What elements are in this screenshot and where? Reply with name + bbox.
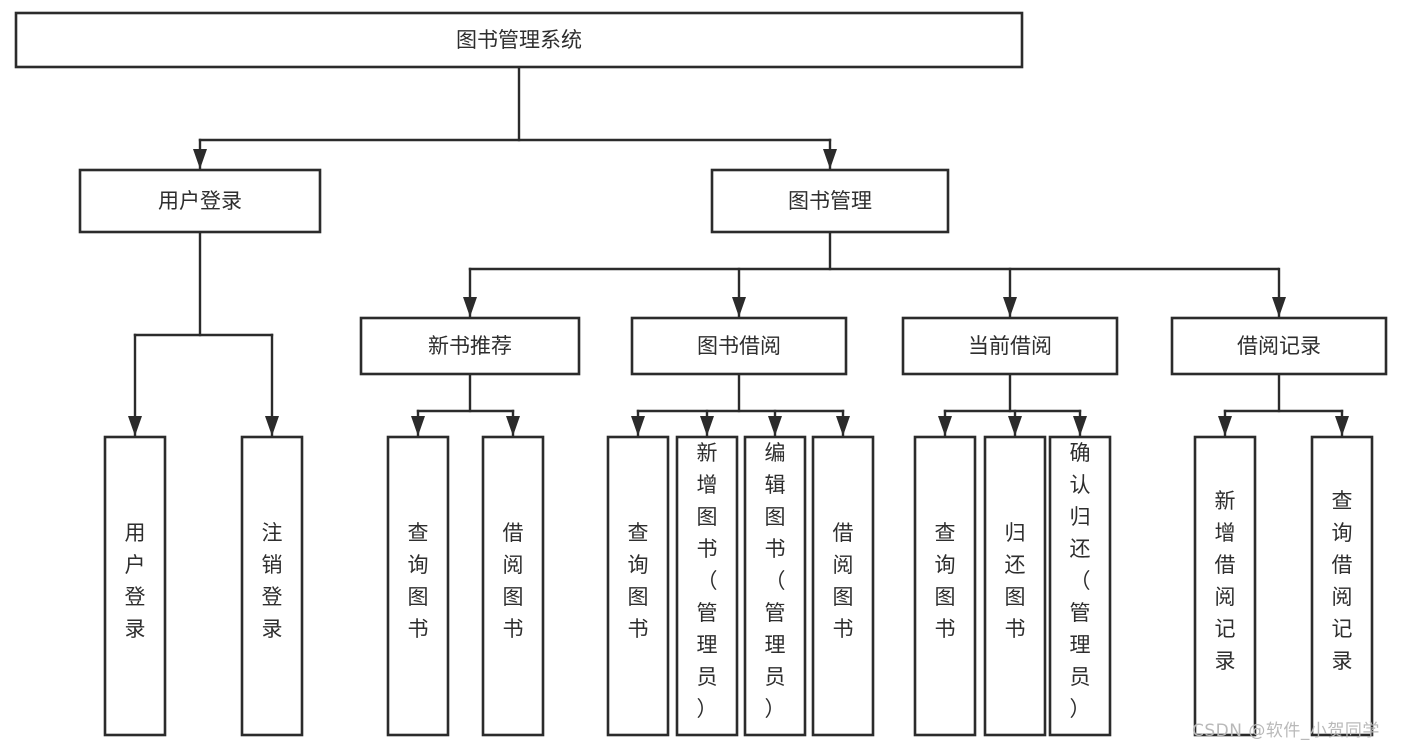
node-leaf-query-book-3-label: 查询图书 bbox=[935, 521, 956, 641]
arrow-leaf-edit-book bbox=[768, 416, 782, 436]
node-leaf-query-record-label: 查询借阅记录 bbox=[1332, 489, 1353, 673]
node-leaf-add-book-rect[interactable] bbox=[675, 435, 739, 737]
node-leaf-return-book[interactable]: 归还图书 bbox=[983, 435, 1047, 737]
arrow-to-book-borrow bbox=[732, 297, 746, 317]
node-root-label: 图书管理系统 bbox=[456, 28, 582, 52]
node-book-borrow-label: 图书借阅 bbox=[697, 334, 781, 358]
node-leaf-borrow-book-2-rect[interactable] bbox=[811, 435, 875, 737]
node-leaf-return-book-label: 归还图书 bbox=[1005, 521, 1026, 641]
arrow-leaf-query-book-1 bbox=[411, 416, 425, 436]
arrow-leaf-add-book bbox=[700, 416, 714, 436]
node-user-login-label: 用户登录 bbox=[158, 189, 242, 213]
node-root-rect[interactable] bbox=[14, 11, 1024, 69]
node-leaf-return-book-rect[interactable] bbox=[983, 435, 1047, 737]
node-book-manage-label: 图书管理 bbox=[788, 189, 872, 213]
node-leaf-add-book[interactable]: 新增图书（管理员） bbox=[675, 435, 739, 737]
node-borrow-record-rect[interactable] bbox=[1170, 316, 1388, 376]
arrow-to-borrow-record bbox=[1272, 297, 1286, 317]
node-leaf-add-book-label: 新增图书（管理员） bbox=[697, 441, 718, 721]
node-book-borrow-rect[interactable] bbox=[630, 316, 848, 376]
node-leaf-edit-book-label: 编辑图书（管理员） bbox=[765, 441, 786, 721]
node-new-book-recommend[interactable]: 新书推荐 bbox=[359, 316, 581, 376]
node-leaf-query-book-3-rect[interactable] bbox=[913, 435, 977, 737]
node-leaf-add-record-rect[interactable] bbox=[1193, 435, 1257, 737]
node-book-manage[interactable]: 图书管理 bbox=[710, 168, 950, 234]
node-user-login[interactable]: 用户登录 bbox=[78, 168, 322, 234]
arrow-leaf-query-book-3 bbox=[938, 416, 952, 436]
node-current-borrow-label: 当前借阅 bbox=[968, 334, 1052, 358]
arrow-to-new-book-recommend bbox=[463, 297, 477, 317]
node-leaf-user-login-rect[interactable] bbox=[103, 435, 167, 737]
arrow-leaf-return-book bbox=[1008, 416, 1022, 436]
node-user-login-rect[interactable] bbox=[78, 168, 322, 234]
arrow-leaf-query-book-2 bbox=[631, 416, 645, 436]
arrow-to-user-login bbox=[193, 149, 207, 169]
node-leaf-confirm-return[interactable]: 确认归还（管理员） bbox=[1048, 435, 1112, 737]
node-leaf-borrow-book-1[interactable]: 借阅图书 bbox=[481, 435, 545, 737]
node-leaf-edit-book[interactable]: 编辑图书（管理员） bbox=[743, 435, 807, 737]
arrow-leaf-borrow-book-1 bbox=[506, 416, 520, 436]
node-leaf-borrow-book-2[interactable]: 借阅图书 bbox=[811, 435, 875, 737]
arrow-to-book-manage bbox=[823, 149, 837, 169]
node-book-borrow[interactable]: 图书借阅 bbox=[630, 316, 848, 376]
node-borrow-record-label: 借阅记录 bbox=[1237, 334, 1321, 358]
node-leaf-user-login-label: 用户登录 bbox=[125, 521, 146, 641]
node-current-borrow[interactable]: 当前借阅 bbox=[901, 316, 1119, 376]
arrow-leaf-add-record bbox=[1218, 416, 1232, 436]
node-leaf-borrow-book-2-label: 借阅图书 bbox=[833, 521, 854, 641]
node-leaf-query-book-2-label: 查询图书 bbox=[628, 521, 649, 641]
node-leaf-add-record-label: 新增借阅记录 bbox=[1215, 489, 1236, 673]
node-leaf-borrow-book-1-rect[interactable] bbox=[481, 435, 545, 737]
node-leaf-add-record[interactable]: 新增借阅记录 bbox=[1193, 435, 1257, 737]
node-new-book-recommend-label: 新书推荐 bbox=[428, 334, 512, 358]
node-leaf-user-login[interactable]: 用户登录 bbox=[103, 435, 167, 737]
node-book-manage-rect[interactable] bbox=[710, 168, 950, 234]
node-leaf-logout-login[interactable]: 注销登录 bbox=[240, 435, 304, 737]
node-leaf-confirm-return-rect[interactable] bbox=[1048, 435, 1112, 737]
connector-layer bbox=[128, 65, 1349, 437]
node-leaf-logout-login-label: 注销登录 bbox=[262, 521, 283, 641]
node-borrow-record[interactable]: 借阅记录 bbox=[1170, 316, 1388, 376]
arrow-leaf-confirm-return bbox=[1073, 416, 1087, 436]
node-root[interactable]: 图书管理系统 bbox=[14, 11, 1024, 69]
node-leaf-logout-login-rect[interactable] bbox=[240, 435, 304, 737]
node-leaf-query-book-1[interactable]: 查询图书 bbox=[386, 435, 450, 737]
node-leaf-borrow-book-1-label: 借阅图书 bbox=[503, 521, 524, 641]
node-leaf-query-book-1-rect[interactable] bbox=[386, 435, 450, 737]
arrow-leaf-user-login bbox=[128, 416, 142, 436]
node-leaf-query-book-1-label: 查询图书 bbox=[408, 521, 429, 641]
node-new-book-recommend-rect[interactable] bbox=[359, 316, 581, 376]
node-leaf-query-record-rect[interactable] bbox=[1310, 435, 1374, 737]
arrow-leaf-query-record bbox=[1335, 416, 1349, 436]
arrow-to-current-borrow bbox=[1003, 297, 1017, 317]
node-layer: 图书管理系统用户登录图书管理新书推荐图书借阅当前借阅借阅记录用户登录注销登录查询… bbox=[14, 11, 1388, 737]
node-leaf-query-book-3[interactable]: 查询图书 bbox=[913, 435, 977, 737]
arrow-leaf-borrow-book-2 bbox=[836, 416, 850, 436]
node-current-borrow-rect[interactable] bbox=[901, 316, 1119, 376]
node-leaf-confirm-return-label: 确认归还（管理员） bbox=[1070, 441, 1091, 721]
node-leaf-edit-book-rect[interactable] bbox=[743, 435, 807, 737]
node-leaf-query-book-2[interactable]: 查询图书 bbox=[606, 435, 670, 737]
node-leaf-query-book-2-rect[interactable] bbox=[606, 435, 670, 737]
node-leaf-query-record[interactable]: 查询借阅记录 bbox=[1310, 435, 1374, 737]
arrow-leaf-logout-login bbox=[265, 416, 279, 436]
